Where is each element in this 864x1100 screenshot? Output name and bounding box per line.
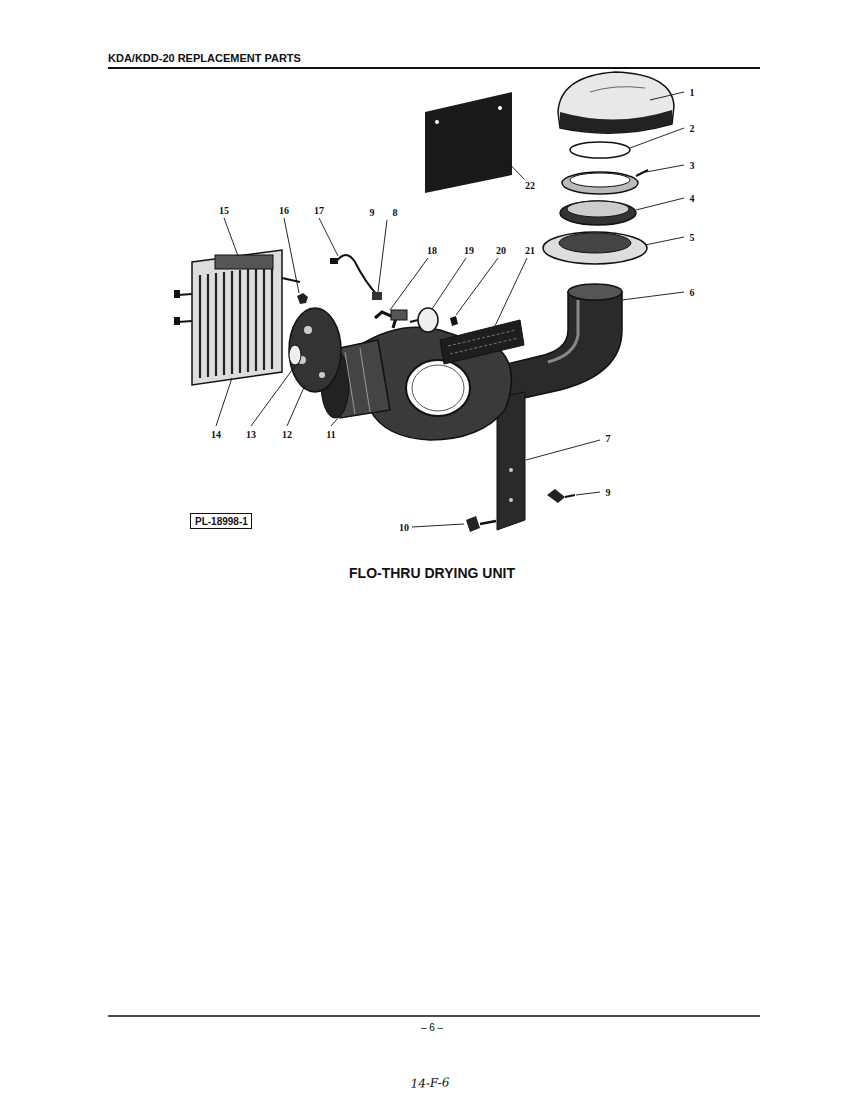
callout-number: 9	[369, 207, 376, 218]
handwritten-note: 14-F-6	[410, 1075, 449, 1090]
callout-number: 12	[281, 429, 293, 440]
callout-number: 19	[463, 245, 475, 256]
callout-number: 8	[392, 207, 399, 218]
page-header: KDA/KDD-20 REPLACEMENT PARTS	[108, 52, 301, 64]
callout-number: 4	[689, 193, 696, 204]
callout-number: 1	[689, 87, 696, 98]
callout-number: 21	[524, 245, 536, 256]
callout-number: 7	[605, 433, 612, 444]
callout-number: 10	[398, 522, 410, 533]
callout-number: 20	[495, 245, 507, 256]
callout-number: 15	[218, 205, 230, 216]
callout-number: 9	[605, 487, 612, 498]
callout-number: 3	[689, 160, 696, 171]
page-number: – 6 –	[421, 1022, 443, 1033]
callout-number: 6	[689, 287, 696, 298]
callout-number: 2	[689, 123, 696, 134]
callout-number: 5	[689, 232, 696, 243]
callout-number: 16	[278, 205, 290, 216]
callout-number: 11	[325, 429, 336, 440]
figure-caption: FLO-THRU DRYING UNIT	[349, 565, 515, 581]
callout-number: 18	[426, 245, 438, 256]
callout-number: 17	[313, 205, 325, 216]
callout-number: 14	[210, 429, 222, 440]
plate-number-box: PL-18998-1	[190, 513, 252, 529]
plate-number: PL-18998-1	[195, 516, 248, 527]
callout-number: 13	[245, 429, 257, 440]
callout-number: 22	[524, 180, 536, 191]
